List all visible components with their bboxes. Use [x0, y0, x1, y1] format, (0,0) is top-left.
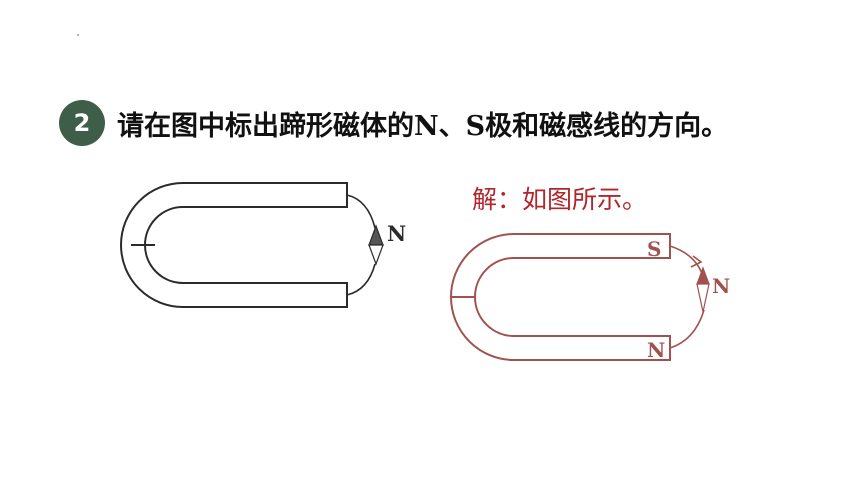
needle-label-original: N — [387, 221, 406, 246]
field-direction-arrow — [690, 255, 703, 268]
decorative-dot — [77, 34, 79, 36]
horseshoe-magnet-original — [120, 182, 348, 308]
question-text: 请在图中标出蹄形磁体的N、S极和磁感线的方向。 — [117, 111, 729, 142]
field-line-answer — [669, 245, 705, 349]
bottom-pole-label: N — [647, 338, 665, 362]
compass-needle-answer — [696, 266, 710, 313]
compass-needle-original — [368, 224, 384, 266]
top-pole-label: S — [647, 237, 661, 261]
horseshoe-magnet-answer — [450, 233, 671, 361]
answer-text: 解：如图所示。 — [472, 185, 648, 214]
question-number-badge: 2 — [59, 100, 105, 146]
field-line-original — [346, 194, 376, 296]
needle-label-answer: N — [712, 274, 730, 298]
